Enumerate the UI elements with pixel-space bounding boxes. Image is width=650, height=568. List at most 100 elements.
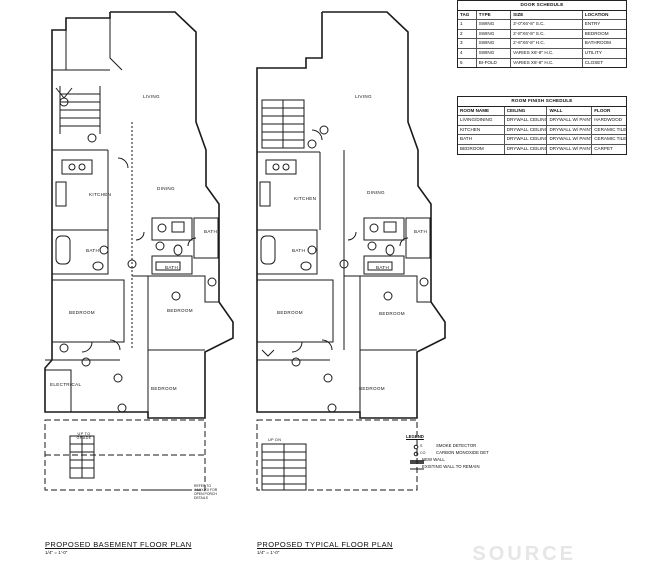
- finish-room-cell: BEDROOM: [458, 144, 505, 154]
- room-label-bedroom: BEDROOM: [379, 311, 405, 316]
- room-label-bath: BATH: [165, 265, 179, 270]
- door-location-cell: BEDROOM: [584, 30, 609, 36]
- room-finish-header: ROOM NAME CEILING WALL FLOOR: [458, 106, 626, 117]
- room-label-living: LIVING: [143, 94, 160, 99]
- room-label-bedroom: BEDROOM: [277, 310, 303, 315]
- door-type-cell: SWING: [477, 29, 512, 39]
- room-label-bath: BATH: [204, 229, 218, 234]
- typical-door-tags: [291, 125, 429, 413]
- finish-ceiling-cell: DRYWALL CEILING: [505, 135, 548, 144]
- finish-room-cell: LIVING/DINING: [458, 116, 505, 125]
- door-location-cell: ENTRY: [584, 21, 601, 27]
- door-size-cell: 2'-8"X6'-8" S.C.: [511, 29, 583, 39]
- header-tag: TAG: [458, 10, 477, 20]
- door-type-cell: BI-FOLD: [477, 58, 512, 68]
- finish-wall-cell: DRYWALL W/ PAINT: [547, 135, 593, 144]
- room-label-dining: DINING: [367, 190, 385, 195]
- door-size-cell: 2'-6"X6'-8" H.C.: [511, 39, 583, 48]
- door-tag-cell: 1: [458, 20, 477, 29]
- typical-plan-outline: [256, 11, 446, 491]
- room-label-bedroom: BEDROOM: [359, 386, 385, 391]
- typical-plan-title: PROPOSED TYPICAL FLOOR PLAN: [257, 540, 393, 549]
- finish-ceiling-cell: DRYWALL CEILING: [505, 144, 548, 154]
- room-label-bedroom: BEDROOM: [167, 308, 193, 313]
- up-dn-label: UP DN: [268, 438, 282, 442]
- room-label-electrical: ELECTRICAL: [50, 382, 82, 387]
- door-tag-cell: 3: [458, 39, 477, 48]
- legend-item-label: EXISTING WALL TO REMAIN: [422, 464, 480, 469]
- header-type: TYPE: [477, 10, 512, 20]
- room-finish-schedule-table: ROOM FINISH SCHEDULE ROOM NAME CEILING W…: [457, 96, 627, 155]
- finish-wall-cell: DRYWALL W/ PAINT: [547, 116, 593, 125]
- basement-plan-title: PROPOSED BASEMENT FLOOR PLAN: [45, 540, 192, 549]
- legend-item-label: NEW WALL: [422, 457, 445, 462]
- room-label-kitchen: KITCHEN: [89, 192, 112, 197]
- door-location-cell: CLOSET: [584, 59, 604, 65]
- porch-note: REFER TO A4.XX,XX FOR OPEN PORCH DETAILS: [194, 484, 218, 500]
- room-label-dining: DINING: [157, 186, 175, 191]
- watermark: SOURCE: [472, 543, 576, 565]
- legend-item: S SMOKE DETECTOR: [406, 442, 506, 449]
- room-label-bath: BATH: [376, 265, 390, 270]
- header-wall: WALL: [547, 106, 593, 116]
- door-size-cell: VARIES X6'-8" H.C.: [511, 48, 583, 58]
- header-ceiling: CEILING: [505, 106, 548, 116]
- co-detector-icon: CO: [420, 450, 426, 455]
- door-schedule-header: TAG TYPE SIZE LOCATION: [458, 10, 626, 21]
- basement-plan-scale: 1/4" = 1'-0": [45, 550, 68, 555]
- legend-item: CO CARBON MONOXIDE DET: [406, 449, 506, 456]
- door-tag-cell: 2: [458, 29, 477, 39]
- room-label-bath: BATH: [86, 248, 100, 253]
- legend-item-label: CARBON MONOXIDE DET: [436, 450, 489, 455]
- finish-room-cell: KITCHEN: [458, 125, 505, 135]
- finish-ceiling-cell: DRYWALL CEILING: [505, 125, 548, 135]
- up-to-grade-label: UP TO GRADE: [76, 432, 92, 440]
- finish-floor-cell: CERAMIC TILE: [594, 126, 626, 132]
- smoke-detector-icon: S: [420, 443, 423, 448]
- door-type-cell: SWING: [477, 48, 512, 58]
- door-type-cell: SWING: [477, 39, 512, 48]
- legend-item: EXISTING WALL TO REMAIN: [406, 463, 506, 470]
- door-schedule-title: DOOR SCHEDULE: [458, 1, 626, 11]
- door-size-cell: VARIES X6'-8" H.C.: [511, 58, 583, 68]
- typical-plan-scale: 1/4" = 1'-0": [257, 550, 280, 555]
- door-location-cell: UTILITY: [584, 49, 602, 55]
- room-label-bedroom: BEDROOM: [151, 386, 177, 391]
- room-finish-title: ROOM FINISH SCHEDULE: [458, 97, 626, 107]
- header-floor: FLOOR: [594, 107, 611, 113]
- legend-title: LEGEND: [406, 434, 424, 439]
- legend-symbols: [410, 444, 424, 470]
- room-label-bath: BATH: [414, 229, 428, 234]
- door-location-cell: BATHROOM: [584, 40, 611, 46]
- door-tag-cell: 5: [458, 58, 477, 68]
- legend: LEGEND S SMOKE DETECTOR CO CARBON MONOXIDE…: [406, 434, 506, 470]
- room-label-living: LIVING: [355, 94, 372, 99]
- finish-floor-cell: CERAMIC TILE: [594, 136, 626, 142]
- room-label-bedroom: BEDROOM: [69, 310, 95, 315]
- finish-floor-cell: HARDWOOD: [594, 117, 623, 123]
- basement-door-tags: [59, 97, 217, 413]
- legend-item-label: SMOKE DETECTOR: [436, 443, 477, 448]
- door-type-cell: SWING: [477, 20, 512, 29]
- finish-floor-cell: CARPET: [594, 145, 613, 151]
- finish-wall-cell: DRYWALL W/ PAINT: [547, 125, 593, 135]
- room-label-kitchen: KITCHEN: [294, 196, 317, 201]
- door-tag-cell: 4: [458, 48, 477, 58]
- finish-wall-cell: DRYWALL W/ PAINT: [547, 144, 593, 154]
- finish-room-cell: BATH: [458, 135, 505, 144]
- room-label-bath: BATH: [292, 248, 306, 253]
- legend-item: NEW WALL: [406, 456, 506, 463]
- header-room: ROOM NAME: [458, 106, 505, 116]
- finish-ceiling-cell: DRYWALL CEILING: [505, 116, 548, 125]
